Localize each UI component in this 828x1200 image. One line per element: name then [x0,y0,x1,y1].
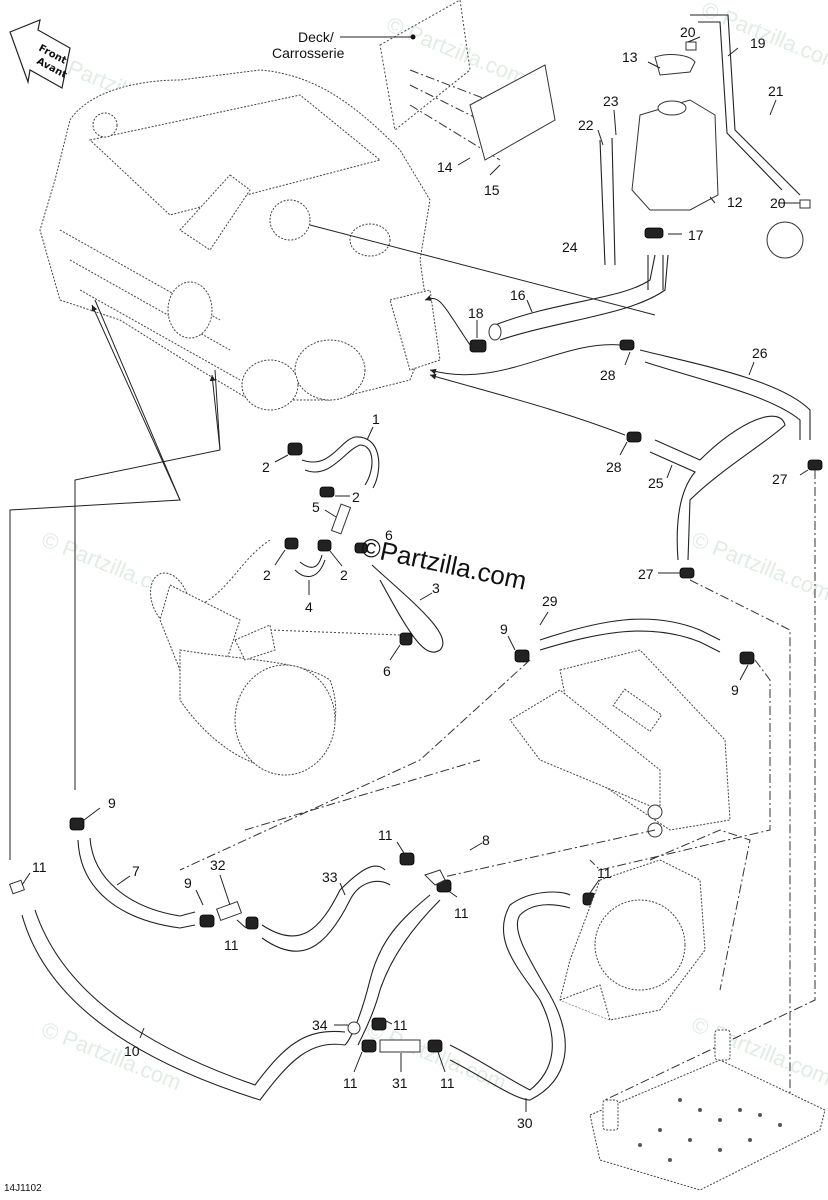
callout-28: 28 [600,367,616,383]
ride-plate [589,1029,826,1191]
callout-11: 11 [224,937,239,953]
callout-4: 4 [305,599,313,615]
callout-8: 8 [482,832,490,848]
jet-pump [559,859,706,1021]
intercooler [509,618,755,838]
carrosserie-label: Carrosserie [272,45,345,61]
upper-hoses [424,254,823,579]
watermark: © Partzilla.com [688,526,828,605]
callout-34: 34 [312,1017,328,1033]
callout-11: 11 [454,905,469,921]
callout-25: 25 [648,475,664,491]
callout-20: 20 [770,195,786,211]
callout-11: 11 [378,827,393,843]
callout-16: 16 [510,287,526,303]
callout-2: 2 [262,459,270,475]
callout-11: 11 [440,1075,455,1091]
engine [39,69,656,411]
callout-2: 2 [340,567,348,583]
callout-5: 5 [312,499,320,515]
lower-hoses [9,817,596,1101]
air-intake [150,572,337,776]
callout-9: 9 [184,875,192,891]
callout-23: 23 [603,93,619,109]
callout-21: 21 [768,83,784,99]
callout-32: 32 [210,857,226,873]
mid-hoses [199,436,444,653]
callout-17: 17 [688,227,704,243]
callout-14: 14 [437,159,453,175]
callout-11: 11 [343,1075,358,1091]
coolant-tank [599,14,811,290]
callout-11: 11 [393,1017,408,1033]
callout-labels: 20 19 13 23 21 22 12 20 14 15 24 17 16 1… [32,24,788,1131]
callout-10: 10 [124,1043,140,1059]
callout-24: 24 [562,239,578,255]
callout-30: 30 [517,1115,533,1131]
callout-33: 33 [322,869,338,885]
callout-18: 18 [468,305,484,321]
callout-2: 2 [263,567,271,583]
callout-29: 29 [542,593,558,609]
callout-12: 12 [727,194,743,210]
callout-1: 1 [372,411,380,427]
callout-28: 28 [606,459,622,475]
deck-label: Deck/ [298,29,334,45]
callout-27: 27 [772,471,788,487]
callout-6: 6 [383,663,391,679]
watermark: © Partzilla.com [38,1016,185,1095]
callout-11: 11 [32,859,47,875]
callout-13: 13 [622,49,638,65]
callout-15: 15 [484,182,500,198]
callout-9: 9 [500,621,508,637]
callout-leaders [21,36,809,1112]
callout-11: 11 [597,865,612,881]
callout-31: 31 [392,1075,408,1091]
connection-lines [9,299,816,1120]
watermark: © Partzilla.com [383,11,530,90]
callout-2: 2 [352,489,360,505]
callout-19: 19 [750,35,766,51]
callout-26: 26 [752,345,768,361]
deck-panel [340,0,556,161]
callout-9: 9 [108,795,116,811]
diagram-reference-code: 14J1102 [4,1183,42,1194]
callout-6: 6 [385,527,393,543]
callout-27: 27 [638,566,654,582]
callout-22: 22 [578,117,594,133]
callout-3: 3 [432,580,440,596]
front-direction-arrow: Front Avant [9,19,71,89]
callout-20: 20 [680,24,696,40]
callout-9: 9 [731,682,739,698]
callout-7: 7 [132,863,140,879]
